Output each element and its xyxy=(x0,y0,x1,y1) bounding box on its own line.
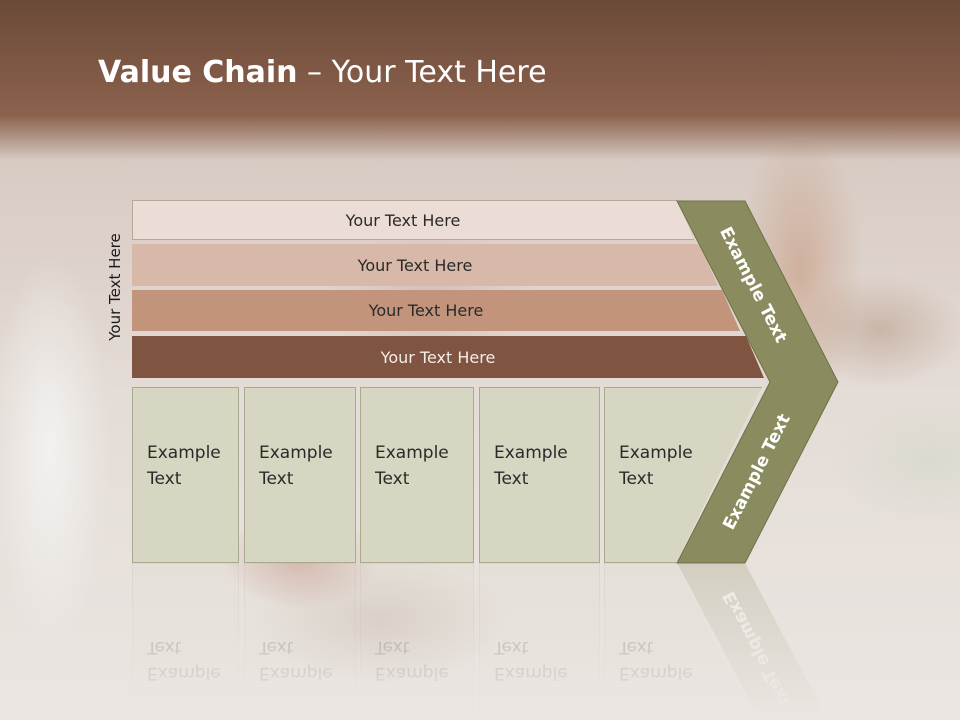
title-rest: – Your Text Here xyxy=(297,55,547,90)
column-1-line2: Text xyxy=(147,469,182,489)
bar-1-label: Your Text Here xyxy=(345,210,461,230)
column-4-line1: Example xyxy=(494,443,568,463)
title-banner xyxy=(0,0,960,160)
slide-title: Value Chain – Your Text Here xyxy=(98,55,547,90)
column-5-line1: Example xyxy=(619,443,693,463)
column-2-line1: Example xyxy=(259,443,333,463)
column-2-line2: Text xyxy=(259,469,294,489)
reflection-chevron-shape xyxy=(677,563,838,720)
bar-4-label: Your Text Here xyxy=(380,347,496,367)
reflection-chevron xyxy=(677,563,838,720)
column-3-line2: Text xyxy=(375,469,410,489)
bar-2-label: Your Text Here xyxy=(357,255,473,275)
column-3-line1: Example xyxy=(375,443,449,463)
bar-2: Your Text Here xyxy=(132,244,718,286)
bar-3: Your Text Here xyxy=(132,290,740,331)
chevron-shape xyxy=(676,200,839,564)
bar-4: Your Text Here xyxy=(132,336,764,378)
column-4-line2: Text xyxy=(494,469,529,489)
bar-3-label: Your Text Here xyxy=(368,301,484,320)
title-bold: Value Chain xyxy=(98,55,298,90)
column-1-line1: Example xyxy=(147,443,221,463)
column-5-line2: Text xyxy=(619,469,654,489)
bar-1: Your Text Here xyxy=(132,200,694,240)
